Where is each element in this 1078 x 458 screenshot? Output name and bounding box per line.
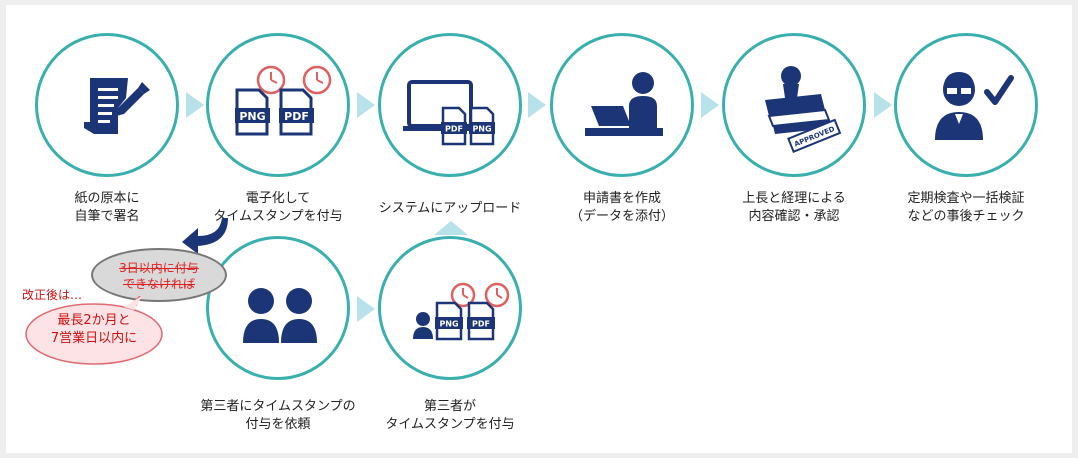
new-rule-bubble: 最長2か月と 7営業日以内に: [24, 296, 174, 366]
old-rule-line: 3日以内に付与: [119, 261, 199, 275]
step-label-application: 申請書を作成 （データを添付）: [569, 191, 674, 224]
signed-paper-icon: [84, 78, 150, 134]
step-label-third-party-stamp: 第三者が タイムスタンプを付与: [385, 399, 515, 432]
new-rule-line: 7営業日以内に: [50, 331, 138, 346]
old-rule-bubble: 3日以内に付与 できなければ: [91, 248, 227, 302]
flow-arrow-6: [357, 296, 375, 322]
step-label-request-third-party: 第三者にタイムスタンプの 付与を依頼: [200, 399, 356, 432]
step-label-approval: 上長と経理による 内容確認・承認: [742, 191, 846, 224]
step-label-paper-sign: 紙の原本に 自筆で署名: [74, 191, 140, 224]
flow-arrow-2: [357, 92, 375, 118]
step-circle-upload: PDF PNG: [378, 33, 522, 177]
step-circle-digitize: PNG PDF: [206, 33, 350, 177]
pdf-file-label: PDF: [445, 125, 463, 134]
step-circle-third-party-stamp: PNG PDF: [378, 236, 522, 380]
annotation-note: 改正後は…: [22, 288, 83, 302]
png-file-label: PNG: [472, 125, 491, 134]
pdf-file-label: PDF: [284, 110, 309, 123]
png-file-label: PNG: [239, 110, 265, 123]
flow-arrow-1: [186, 92, 204, 118]
monitor-upload-icon: PDF PNG: [403, 80, 495, 146]
process-flow-panel: [6, 5, 1072, 453]
pdf-file-label: PDF: [472, 320, 490, 329]
speech-bubble-shape: [25, 296, 163, 365]
flow-arrow-4: [701, 92, 719, 118]
step-circle-paper-sign: [35, 33, 179, 177]
old-rule-line: できなければ: [122, 277, 195, 291]
person-laptop-icon: [585, 72, 663, 136]
step-circle-application: [550, 33, 694, 177]
flow-arrow-up: [434, 221, 468, 235]
step-label-audit: 定期検査や一括検証 などの事後チェック: [907, 191, 1025, 224]
approved-stamp-icon: APPROVED: [765, 66, 842, 153]
step-circle-approval: APPROVED: [722, 33, 866, 177]
png-file-label: PNG: [439, 320, 458, 329]
step-circle-request-third-party: [206, 236, 350, 380]
person-timestamped-files-icon: PNG PDF: [413, 282, 510, 341]
flow-arrow-5: [874, 92, 892, 118]
timestamped-files-icon: PNG PDF: [235, 65, 332, 136]
step-label-digitize: 電子化して タイムスタンプを付与: [213, 191, 343, 224]
new-rule-line: 最長2か月と: [57, 313, 131, 328]
two-people-icon: [243, 288, 317, 343]
inspector-check-icon: [935, 72, 1014, 140]
step-label-upload: システムにアップロード: [378, 201, 522, 216]
curved-down-arrow-icon: [182, 218, 228, 254]
step-circle-audit: [894, 33, 1038, 177]
flow-arrow-3: [528, 92, 546, 118]
